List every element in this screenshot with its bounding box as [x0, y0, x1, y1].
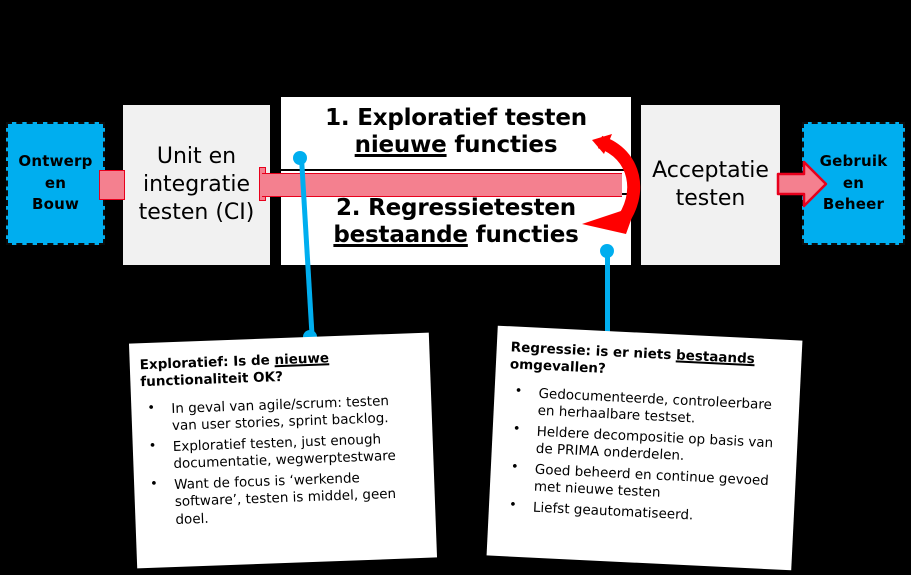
callout-right-bullet-list: • Gedocumenteerde, controleerbare en her… [503, 383, 788, 529]
red-curved-feedback-arrow [582, 134, 641, 234]
callout-left-bullet-1: In geval van agile/scrum: testen van use… [171, 392, 390, 435]
divider-line-top [281, 169, 631, 171]
pink-connector-stub-left [99, 170, 125, 200]
callout-right-bullet-1: Gedocumenteerde, controleerbare en herha… [537, 385, 773, 427]
phase-label-unit: Unit en integratie testen (CI) [138, 143, 255, 226]
bullet-icon: • [510, 459, 519, 475]
callout-left-bullet-3: Want de focus is ‘werkende software’, te… [173, 469, 397, 528]
phase-label-accept: Acceptatie testen [652, 157, 769, 211]
central-line-regressie: 2. Regressietesten bestaande functies [281, 195, 631, 249]
phase-box-unit-en-integratie-testen: Unit en integratie testen (CI) [123, 105, 270, 265]
bullet-icon: • [514, 383, 523, 399]
bullet-icon: • [508, 497, 518, 513]
list-item: • Want de focus is ‘werkende software’, … [144, 468, 422, 531]
callout-connector-left-dot-top [293, 151, 307, 165]
phase-box-ontwerp-en-bouw: Ontwerp en Bouw [6, 122, 105, 245]
central-line-2-tail: functies [467, 221, 579, 248]
list-item: • In geval van agile/scrum: testen van u… [141, 392, 418, 437]
central-line-1-tail: functies [446, 131, 558, 158]
bullet-icon: • [149, 476, 159, 492]
callout-left-title-underlined: nieuwe [274, 350, 330, 369]
callout-right-title-line2: omgevallen? [509, 356, 607, 378]
phase-label-ontwerp: Ontwerp en Bouw [18, 151, 93, 214]
central-line-2-text: 2. Regressietesten [336, 195, 576, 221]
phase-box-acceptatie-testen: Acceptatie testen [641, 105, 780, 265]
callout-exploratief: Exploratief: Is de nieuwe functionalitei… [128, 332, 438, 569]
callout-regressie: Regressie: is er niets bestaands omgeval… [486, 325, 803, 571]
callout-right-title: Regressie: is er niets bestaands omgeval… [509, 339, 789, 387]
central-line-exploratief: 1. Exploratief testen nieuwe functies [281, 105, 631, 159]
callout-left-bullet-2: Exploratief testen, just enough document… [172, 431, 397, 473]
central-line-2-underlined: bestaande [333, 221, 468, 248]
bullet-icon: • [148, 438, 157, 454]
callout-connector-right-dot-top [600, 244, 614, 258]
bullet-icon: • [512, 421, 521, 437]
callout-left-bullet-list: • In geval van agile/scrum: testen van u… [141, 392, 422, 531]
list-item: • Exploratief testen, just enough docume… [143, 430, 420, 475]
pink-block-arrow-right [776, 160, 828, 208]
central-line-1-underlined: nieuwe [354, 131, 447, 158]
central-line-1-text: 1. Exploratief testen [325, 105, 587, 131]
callout-connector-right [605, 250, 610, 350]
callout-right-title-underlined: bestaands [675, 347, 756, 368]
callout-left-title-line2: functionaliteit OK? [140, 369, 284, 391]
callout-left-title: Exploratief: Is de nieuwe functionalitei… [139, 347, 416, 392]
bullet-icon: • [147, 400, 156, 416]
pink-flow-arrow-bar [262, 173, 622, 197]
phase-label-gebruik: Gebruik en Beheer [819, 151, 888, 214]
